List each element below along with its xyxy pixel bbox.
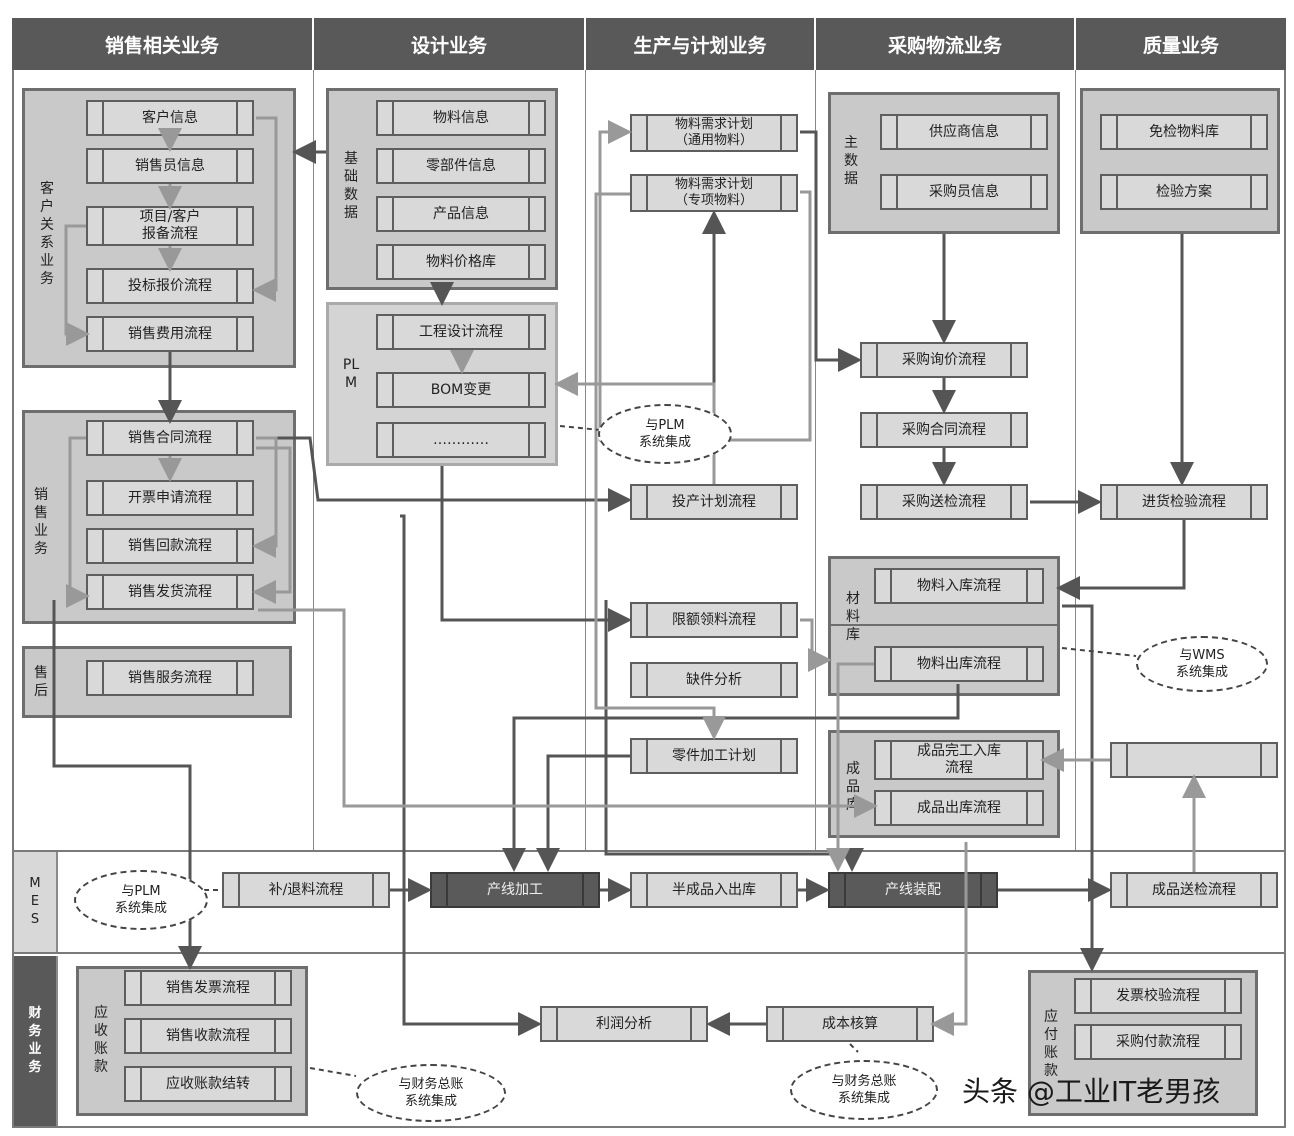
ar-carryover-process[interactable]: 应收账款结转 <box>124 1066 292 1102</box>
replenish-return-process[interactable]: 补/退料流程 <box>222 872 390 908</box>
purchase-contract-process[interactable]: 采购合同流程 <box>860 412 1028 448</box>
invoice-request-process[interactable]: 开票申请流程 <box>86 480 254 516</box>
finance-label-text: 财务业务 <box>28 1006 42 1075</box>
mes-band-label: MES <box>14 852 58 952</box>
quota-picking-process[interactable]: 限额领料流程 <box>630 602 798 638</box>
column-divider <box>1075 70 1076 850</box>
master-data-label: 主数据 <box>844 135 858 187</box>
cost-accounting-process[interactable]: 成本核算 <box>766 1006 934 1042</box>
quality-base-group <box>1080 88 1280 234</box>
mes-label-text: MES <box>29 876 41 927</box>
header-design: 设计业务 <box>314 18 586 70</box>
sales-invoice-process[interactable]: 销售发票流程 <box>124 970 292 1006</box>
column-divider <box>815 70 816 850</box>
material-outbound-process[interactable]: 物料出库流程 <box>874 646 1044 682</box>
sales-group-label: 销售业务 <box>34 487 48 557</box>
sales-service-process[interactable]: 销售服务流程 <box>86 660 254 696</box>
mrp-special-process[interactable]: 物料需求计划 （专项物料） <box>630 174 798 212</box>
product-info-process[interactable]: 产品信息 <box>376 196 546 232</box>
gl-integration-text-left: 与财务总账 系统集成 <box>398 1077 464 1109</box>
salesperson-info-process[interactable]: 销售员信息 <box>86 148 254 184</box>
supplier-info-process[interactable]: 供应商信息 <box>880 114 1048 150</box>
crm-group-label: 客户关系业务 <box>40 181 54 287</box>
material-info-process[interactable]: 物料信息 <box>376 100 546 136</box>
blank-quality-process[interactable] <box>1110 742 1278 778</box>
product-completion-inbound-process[interactable]: 成品完工入库 流程 <box>874 740 1044 780</box>
bom-change-process[interactable]: BOM变更 <box>376 372 546 408</box>
plm-mes-integration-bubble: 与PLM 系统集成 <box>74 870 208 930</box>
header-sales: 销售相关业务 <box>12 18 314 70</box>
wms-integration-bubble: 与WMS 系统集成 <box>1136 636 1268 692</box>
sales-expense-process[interactable]: 销售费用流程 <box>86 316 254 352</box>
base-data-label: 基础数据 <box>344 151 358 221</box>
exempt-material-process[interactable]: 免检物料库 <box>1100 114 1268 150</box>
ap-label: 应付账款 <box>1044 1009 1058 1079</box>
line-assembly-process[interactable]: 产线装配 <box>828 872 998 908</box>
semi-product-io-process[interactable]: 半成品入出库 <box>630 872 798 908</box>
project-report-process[interactable]: 项目/客户 报备流程 <box>86 206 254 246</box>
customer-info-process[interactable]: 客户信息 <box>86 100 254 136</box>
header-production: 生产与计划业务 <box>586 18 816 70</box>
profit-analysis-process[interactable]: 利润分析 <box>540 1006 708 1042</box>
buyer-info-process[interactable]: 采购员信息 <box>880 174 1048 210</box>
material-price-process[interactable]: 物料价格库 <box>376 244 546 280</box>
sales-delivery-process[interactable]: 销售发货流程 <box>86 574 254 610</box>
sales-contract-process[interactable]: 销售合同流程 <box>86 420 254 456</box>
inspection-plan-process[interactable]: 检验方案 <box>1100 174 1268 210</box>
plm-integration-bubble: 与PLM 系统集成 <box>598 404 732 464</box>
purchase-inspection-process[interactable]: 采购送检流程 <box>860 484 1028 520</box>
watermark-text: 头条 @工业IT老男孩 <box>962 1075 1221 1108</box>
plm-integration-text: 与PLM 系统集成 <box>638 418 691 450</box>
shortage-analysis-process[interactable]: 缺件分析 <box>630 662 798 698</box>
purchase-payment-process[interactable]: 采购付款流程 <box>1074 1024 1242 1060</box>
invoice-verification-process[interactable]: 发票校验流程 <box>1074 978 1242 1014</box>
ar-label: 应收账款 <box>94 1005 108 1075</box>
after-sales-label: 售后 <box>34 665 48 699</box>
sales-collection-process[interactable]: 销售回款流程 <box>86 528 254 564</box>
material-warehouse-divider <box>830 624 1058 626</box>
wms-integration-text: 与WMS 系统集成 <box>1175 648 1228 680</box>
gl-integration-text-right: 与财务总账 系统集成 <box>831 1074 897 1106</box>
bid-quote-process[interactable]: 投标报价流程 <box>86 268 254 304</box>
sales-receipt-process[interactable]: 销售收款流程 <box>124 1018 292 1054</box>
parts-info-process[interactable]: 零部件信息 <box>376 148 546 184</box>
plm-more-process[interactable]: ………… <box>376 422 546 458</box>
product-inspection-process[interactable]: 成品送检流程 <box>1110 872 1278 908</box>
finance-band-label: 财务业务 <box>14 956 58 1126</box>
part-machining-plan-process[interactable]: 零件加工计划 <box>630 738 798 774</box>
mrp-general-process[interactable]: 物料需求计划 （通用物料） <box>630 114 798 152</box>
production-plan-process[interactable]: 投产计划流程 <box>630 484 798 520</box>
product-warehouse-label: 成品库 <box>846 761 860 813</box>
column-divider <box>585 70 586 850</box>
product-outbound-process[interactable]: 成品出库流程 <box>874 790 1044 826</box>
purchase-inquiry-process[interactable]: 采购询价流程 <box>860 342 1028 378</box>
line-machining-process[interactable]: 产线加工 <box>430 872 600 908</box>
incoming-inspection-process[interactable]: 进货检验流程 <box>1100 484 1268 520</box>
gl-integration-bubble-left: 与财务总账 系统集成 <box>356 1064 506 1122</box>
header-quality: 质量业务 <box>1076 18 1286 70</box>
plm-label: PLM <box>342 357 360 391</box>
column-divider <box>313 70 314 850</box>
plm-mes-integration-text: 与PLM 系统集成 <box>114 884 167 916</box>
material-inbound-process[interactable]: 物料入库流程 <box>874 568 1044 604</box>
header-purchase: 采购物流业务 <box>816 18 1076 70</box>
gl-integration-bubble-right: 与财务总账 系统集成 <box>790 1060 938 1120</box>
material-warehouse-label: 材料库 <box>846 591 860 643</box>
engineering-design-process[interactable]: 工程设计流程 <box>376 314 546 350</box>
